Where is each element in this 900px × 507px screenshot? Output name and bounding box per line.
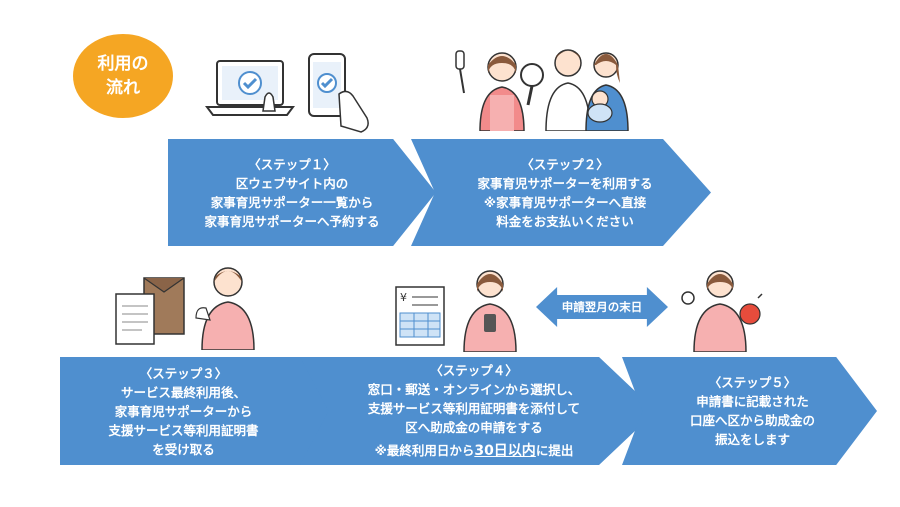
- step-4-note-suffix: に提出: [535, 443, 574, 458]
- step-1-title: 〈ステップ１〉: [248, 156, 336, 172]
- step-3-line-4: を受け取る: [152, 441, 215, 457]
- step-2-arrow: 〈ステップ２〉 家事育児サポーターを利用する ※家事育児サポーターへ直接 料金を…: [411, 139, 711, 246]
- step-4-note-emph: 30日以内: [474, 443, 536, 459]
- step-2-line-1: 家事育児サポーターを利用する: [477, 175, 653, 191]
- step-2-title: 〈ステップ２〉: [521, 156, 609, 172]
- step-3-line-1: サービス最終利用後、: [120, 384, 246, 400]
- family-icon: [540, 45, 635, 131]
- svg-text:¥: ¥: [400, 291, 407, 304]
- period-double-arrow: 申請翌月の末日: [536, 287, 668, 327]
- laptop-check-icon: [205, 55, 295, 125]
- step-3-line-2: 家事育児サポーターから: [114, 403, 253, 419]
- woman-phone-icon: [458, 262, 522, 352]
- step-5-line-1: 申請書に記載された: [696, 394, 809, 409]
- step-2-line-2: ※家事育児サポーターへ直接: [483, 194, 647, 210]
- step-1-line-2: 家事育児サポーター一覧から: [210, 194, 374, 210]
- step-4-line-3: 区へ助成金の申請をする: [405, 420, 543, 435]
- envelope-documents-icon: [112, 272, 192, 348]
- step-3-title: 〈ステップ３〉: [139, 365, 228, 381]
- step-1-line-1: 区ウェブサイト内の: [235, 175, 349, 191]
- step-5-line-2: 口座へ区から助成金の: [689, 413, 815, 428]
- step-5-arrow: 〈ステップ５〉 申請書に記載された 口座へ区から助成金の 振込をします: [622, 357, 877, 465]
- step-4-note-prefix: ※最終利用日から: [374, 443, 475, 458]
- step-5-line-3: 振込をします: [714, 432, 790, 447]
- phone-check-icon: [303, 50, 375, 134]
- step-4-line-1: 窓口・郵送・オンラインから選択し、: [367, 382, 581, 397]
- supporter-woman-icon: [190, 258, 262, 350]
- step-4-arrow: 〈ステップ４〉 窓口・郵送・オンラインから選択し、 支援サービス等利用証明書を添…: [300, 357, 656, 465]
- step-1-arrow: 〈ステップ１〉 区ウェブサイト内の 家事育児サポーター一覧から 家事育児サポータ…: [168, 139, 436, 246]
- badge-line-2: 流れ: [106, 78, 140, 98]
- woman-ok-coin-icon: [680, 262, 766, 352]
- step-2-line-3: 料金をお支払いください: [496, 213, 634, 229]
- step-5-title: 〈ステップ５〉: [708, 375, 797, 390]
- step-4-line-2: 支援サービス等利用証明書を添付して: [367, 401, 581, 416]
- invoice-form-icon: ¥: [394, 285, 446, 347]
- step-4-note: ※最終利用日から30日以内に提出: [375, 441, 574, 461]
- step-4-title: 〈ステップ４〉: [430, 363, 518, 378]
- step-3-arrow: 〈ステップ３〉 サービス最終利用後、 家事育児サポーターから 支援サービス等利用…: [60, 357, 335, 465]
- step-1-line-3: 家事育児サポーターへ予約する: [204, 213, 380, 229]
- badge-line-1: 利用の: [97, 54, 149, 74]
- flow-badge: 利用の 流れ: [73, 34, 173, 118]
- step-3-line-3: 支援サービス等利用証明書: [108, 422, 259, 438]
- period-label: 申請翌月の末日: [561, 300, 643, 314]
- cook-supporter-icon: [452, 45, 552, 131]
